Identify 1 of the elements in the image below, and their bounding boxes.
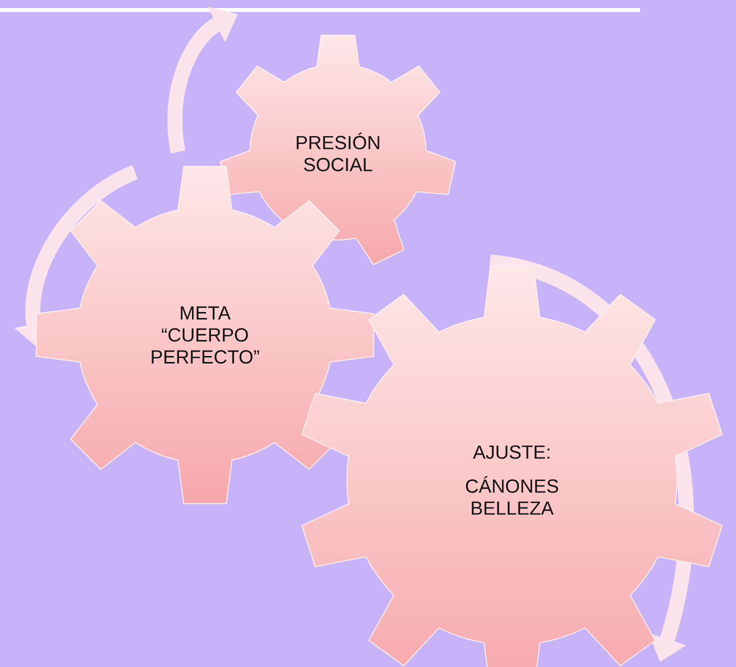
gear: AJUSTE: CÁNONES BELLEZA [301,266,723,667]
